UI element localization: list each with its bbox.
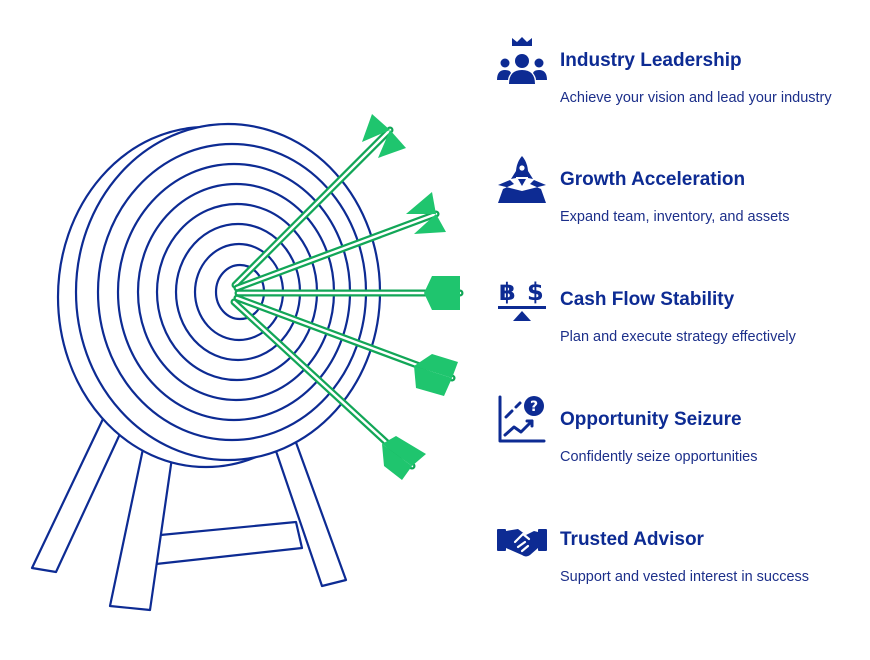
arrow-2 bbox=[233, 192, 446, 292]
item-cash-flow-stability: ฿ $ Cash Flow Stability Plan and execute… bbox=[496, 275, 866, 355]
handshake-icon bbox=[496, 515, 548, 567]
item-title: Growth Acceleration bbox=[560, 169, 746, 190]
item-growth-acceleration: Growth Acceleration Expand team, invento… bbox=[496, 155, 866, 235]
item-description: Plan and execute strategy effectively bbox=[560, 329, 796, 345]
currency-balance-icon: ฿ $ bbox=[496, 275, 548, 327]
item-title: Trusted Advisor bbox=[560, 529, 704, 550]
item-description: Confidently seize opportunities bbox=[560, 449, 758, 465]
svg-text:$: $ bbox=[527, 278, 544, 306]
arrow-5 bbox=[230, 298, 426, 480]
item-industry-leadership: Industry Leadership Achieve your vision … bbox=[496, 36, 866, 116]
arrow-1 bbox=[231, 114, 406, 289]
rocket-launch-icon bbox=[496, 155, 548, 207]
item-description: Achieve your vision and lead your indust… bbox=[560, 90, 832, 106]
svg-text:?: ? bbox=[530, 399, 538, 415]
growth-chart-question-icon: ? bbox=[496, 395, 548, 447]
item-description: Support and vested interest in success bbox=[560, 569, 810, 585]
item-title: Industry Leadership bbox=[560, 50, 742, 71]
stand-crossbar bbox=[148, 520, 304, 566]
target-with-arrows-illustration bbox=[30, 114, 464, 612]
item-description: Expand team, inventory, and assets bbox=[560, 209, 790, 225]
item-title: Cash Flow Stability bbox=[560, 289, 735, 310]
team-leader-crown-icon bbox=[496, 36, 548, 88]
item-title: Opportunity Seizure bbox=[560, 409, 742, 430]
svg-text:฿: ฿ bbox=[499, 278, 516, 306]
arrow-4 bbox=[233, 294, 458, 396]
item-trusted-advisor: Trusted Advisor Support and vested inter… bbox=[496, 515, 866, 595]
item-opportunity-seizure: ? Opportunity Seizure Confidently seize … bbox=[496, 395, 866, 475]
arrow-3 bbox=[234, 276, 464, 310]
